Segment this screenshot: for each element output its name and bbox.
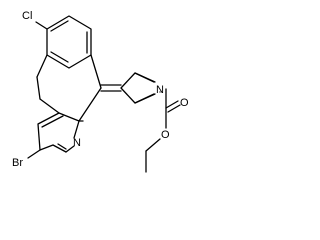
piperidine-bond-n-lower bbox=[134, 93, 156, 104]
pyridine-nitrogen-label: N bbox=[73, 137, 81, 149]
bridge-bond-3 bbox=[39, 98, 60, 114]
chlorine-atom-label: Cl bbox=[22, 10, 32, 22]
piperidine-nitrogen-label: N bbox=[156, 84, 164, 96]
benzene-double-bond-1 bbox=[50, 20, 69, 32]
ester-oxygen-label: O bbox=[161, 129, 170, 141]
ethyl-bond-1 bbox=[145, 138, 161, 152]
bonds bbox=[27, 15, 181, 173]
pyridine-double-bond-1 bbox=[41, 115, 64, 128]
ring-bond-pyridyl bbox=[78, 87, 102, 122]
carbonyl-oxygen-label: O bbox=[180, 97, 189, 109]
bridge-bond-1 bbox=[36, 54, 48, 78]
bridge-bond-2 bbox=[36, 76, 41, 100]
chemical-structure-diagram: Cl N O O N Br bbox=[12, 10, 189, 173]
piperidine-ring bbox=[120, 72, 161, 104]
benzene-double-bond-3 bbox=[50, 51, 69, 63]
carbonyl-double-bond-b bbox=[167, 104, 181, 113]
carbonyl-double-bond-a bbox=[165, 100, 179, 109]
benzene-ring bbox=[46, 15, 92, 69]
piperidine-bond-n-upper bbox=[134, 72, 156, 83]
chlorine-bond bbox=[35, 21, 48, 30]
pyridine-bond-n-c bbox=[65, 145, 75, 153]
pyridine-double-bond-3 bbox=[57, 143, 67, 150]
ring-bond-benzylic bbox=[90, 54, 102, 89]
bromine-bond bbox=[27, 149, 41, 159]
bromine-atom-label: Br bbox=[12, 157, 23, 169]
